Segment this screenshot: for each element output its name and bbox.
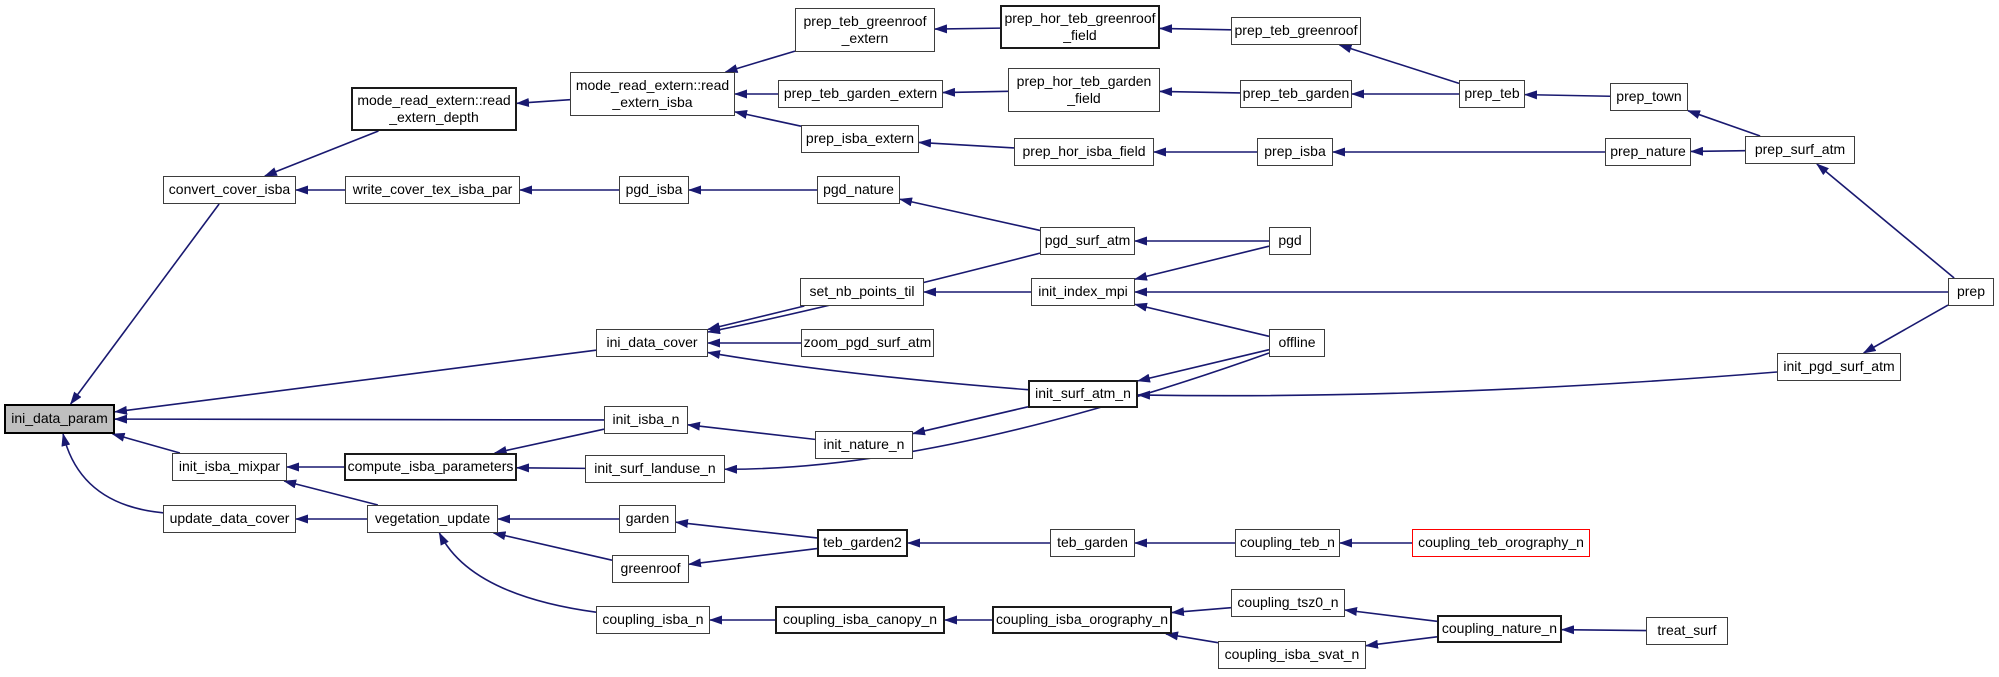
edge-offline-init_surf_atm_n	[1137, 348, 1270, 383]
node-prep_teb_garden_extern[interactable]: prep_teb_garden_extern	[778, 80, 943, 108]
edge-coupling_nature_n-coupling_isba_svat_n	[1365, 636, 1438, 649]
node-treat_surf[interactable]: treat_surf	[1646, 617, 1728, 645]
edge-treat_surf-coupling_nature_n	[1561, 625, 1647, 635]
edge-teb_garden2-greenroof	[688, 547, 818, 568]
node-prep_hor_teb_greenroof_field[interactable]: prep_hor_teb_greenroof _field	[1000, 5, 1160, 49]
node-init_pgd_surf_atm[interactable]: init_pgd_surf_atm	[1777, 353, 1901, 381]
edge-vegetation_update-init_isba_mixpar	[283, 479, 379, 506]
edge-prep_surf_atm-prep_town	[1687, 109, 1761, 137]
edge-init_surf_atm_n-init_nature_n	[912, 406, 1029, 436]
node-coupling_teb_n[interactable]: coupling_teb_n	[1235, 529, 1340, 557]
node-coupling_isba_orography_n[interactable]: coupling_isba_orography_n	[992, 606, 1172, 634]
edge-prep_hor_isba_field-prep_isba_extern	[918, 138, 1015, 149]
node-init_index_mpi[interactable]: init_index_mpi	[1031, 278, 1135, 306]
edge-teb_garden2-garden	[675, 519, 818, 539]
edge-pgd_surf_atm-pgd_nature	[899, 197, 1041, 232]
node-pgd_isba[interactable]: pgd_isba	[619, 176, 689, 204]
node-garden[interactable]: garden	[619, 505, 676, 533]
edge-prep_isba_extern-mode_read_extern_isba	[734, 110, 802, 127]
node-mode_read_extern_depth[interactable]: mode_read_extern::read _extern_depth	[351, 87, 517, 131]
node-init_surf_atm_n[interactable]: init_surf_atm_n	[1028, 380, 1138, 408]
node-prep[interactable]: prep	[1948, 278, 1994, 306]
edge-prep_town-prep_teb	[1524, 90, 1611, 100]
node-pgd_nature[interactable]: pgd_nature	[817, 176, 900, 204]
node-greenroof[interactable]: greenroof	[612, 555, 689, 583]
edge-prep-prep_surf_atm	[1816, 163, 1955, 279]
edge-prep_teb_greenroof-prep_hor_teb_greenroof_field	[1159, 24, 1232, 34]
edge-init_surf_atm_n-ini_data_cover	[707, 350, 1029, 391]
node-ini_data_param[interactable]: ini_data_param	[4, 404, 115, 434]
edge-prep_surf_atm-prep_nature	[1690, 146, 1746, 156]
node-prep_hor_teb_garden_field[interactable]: prep_hor_teb_garden _field	[1008, 68, 1160, 112]
node-compute_isba_parameters[interactable]: compute_isba_parameters	[344, 453, 517, 481]
node-init_isba_n[interactable]: init_isba_n	[604, 406, 688, 434]
edge-init_pgd_surf_atm-init_surf_atm_n	[1137, 371, 1778, 400]
node-mode_read_extern_isba[interactable]: mode_read_extern::read _extern_isba	[570, 72, 735, 116]
edge-prep_hor_teb_garden_field-prep_teb_garden_extern	[942, 87, 1009, 97]
node-init_isba_mixpar[interactable]: init_isba_mixpar	[172, 453, 287, 481]
node-prep_teb_garden[interactable]: prep_teb_garden	[1240, 80, 1352, 108]
node-coupling_isba_canopy_n[interactable]: coupling_isba_canopy_n	[775, 606, 945, 634]
node-set_nb_points_til[interactable]: set_nb_points_til	[800, 278, 924, 306]
edge-prep_hor_teb_greenroof_field-prep_teb_greenroof_extern	[934, 24, 1001, 34]
node-prep_isba_extern[interactable]: prep_isba_extern	[801, 125, 919, 153]
edge-coupling_isba_n-vegetation_update	[438, 532, 597, 614]
edge-prep-init_pgd_surf_atm	[1862, 304, 1949, 354]
edge-coupling_isba_svat_n-coupling_isba_orography_n	[1165, 631, 1219, 644]
node-coupling_teb_orography_n[interactable]: coupling_teb_orography_n	[1412, 529, 1590, 557]
node-prep_teb_greenroof_extern[interactable]: prep_teb_greenroof _extern	[795, 8, 935, 52]
edge-coupling_tsz0_n-coupling_isba_orography_n	[1171, 606, 1232, 617]
node-coupling_nature_n[interactable]: coupling_nature_n	[1437, 615, 1562, 643]
node-zoom_pgd_surf_atm[interactable]: zoom_pgd_surf_atm	[801, 329, 934, 357]
edge-offline-init_surf_landuse_n	[724, 352, 1270, 474]
edge-coupling_nature_n-coupling_tsz0_n	[1344, 607, 1438, 623]
node-prep_nature[interactable]: prep_nature	[1605, 138, 1691, 166]
node-vegetation_update[interactable]: vegetation_update	[367, 505, 498, 533]
node-prep_isba[interactable]: prep_isba	[1257, 138, 1333, 166]
edge-pgd-init_index_mpi	[1134, 245, 1270, 281]
node-prep_teb[interactable]: prep_teb	[1459, 80, 1525, 108]
node-prep_hor_isba_field[interactable]: prep_hor_isba_field	[1014, 138, 1154, 166]
edge-prep_teb-prep_teb_greenroof	[1338, 44, 1460, 85]
edge-offline-init_index_mpi	[1134, 302, 1270, 338]
node-update_data_cover[interactable]: update_data_cover	[163, 505, 296, 533]
node-convert_cover_isba[interactable]: convert_cover_isba	[163, 176, 296, 204]
node-init_nature_n[interactable]: init_nature_n	[815, 431, 913, 459]
node-coupling_isba_svat_n[interactable]: coupling_isba_svat_n	[1218, 641, 1366, 669]
edge-init_isba_n-ini_data_param	[114, 414, 605, 424]
node-prep_teb_greenroof[interactable]: prep_teb_greenroof	[1231, 17, 1361, 45]
edge-set_nb_points_til-ini_data_cover	[707, 305, 805, 331]
node-prep_town[interactable]: prep_town	[1610, 83, 1688, 111]
node-offline[interactable]: offline	[1269, 329, 1325, 357]
edge-init_isba_mixpar-ini_data_param	[111, 432, 181, 454]
edge-init_nature_n-init_isba_n	[687, 421, 816, 441]
node-teb_garden2[interactable]: teb_garden2	[817, 529, 908, 557]
node-write_cover_tex_isba_par[interactable]: write_cover_tex_isba_par	[345, 176, 520, 204]
edge-prep_teb_greenroof_extern-mode_read_extern_isba	[724, 50, 796, 73]
edge-update_data_cover-ini_data_param	[61, 433, 164, 514]
node-coupling_tsz0_n[interactable]: coupling_tsz0_n	[1231, 589, 1345, 617]
node-prep_surf_atm[interactable]: prep_surf_atm	[1745, 136, 1855, 164]
node-pgd[interactable]: pgd	[1269, 227, 1311, 255]
edge-greenroof-vegetation_update	[492, 531, 613, 561]
edge-ini_data_cover-ini_data_param	[114, 349, 597, 415]
node-init_surf_landuse_n[interactable]: init_surf_landuse_n	[585, 455, 725, 483]
edge-init_surf_landuse_n-compute_isba_parameters	[516, 463, 586, 473]
node-coupling_isba_n[interactable]: coupling_isba_n	[596, 606, 710, 634]
edge-convert_cover_isba-ini_data_param	[69, 203, 220, 405]
node-pgd_surf_atm[interactable]: pgd_surf_atm	[1040, 227, 1135, 255]
edge-mode_read_extern_isba-mode_read_extern_depth	[516, 97, 571, 107]
edge-init_isba_n-compute_isba_parameters	[493, 428, 605, 455]
edge-mode_read_extern_depth-convert_cover_isba	[263, 130, 379, 177]
edge-prep_teb_garden-prep_hor_teb_garden_field	[1159, 87, 1241, 97]
node-teb_garden[interactable]: teb_garden	[1050, 529, 1135, 557]
node-ini_data_cover[interactable]: ini_data_cover	[596, 329, 708, 357]
